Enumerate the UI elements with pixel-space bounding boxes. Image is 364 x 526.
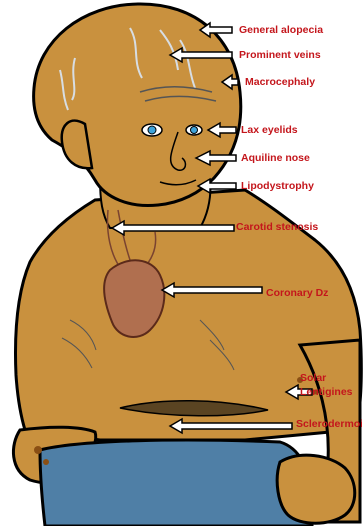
- label-solar-lentigines-line1: Solar: [300, 372, 326, 384]
- label-coronary-dz: Coronary Dz: [266, 287, 328, 299]
- label-lax-eyelids: Lax eyelids: [241, 124, 298, 136]
- label-macrocephaly: Macrocephaly: [245, 76, 315, 88]
- right-fist: [277, 455, 355, 523]
- label-sclerodermoid: Sclerodermoid: [296, 418, 362, 430]
- label-lipodystrophy: Lipodystrophy: [241, 180, 314, 192]
- label-general-alopecia: General alopecia: [239, 24, 323, 36]
- label-prominent-veins: Prominent veins: [239, 49, 321, 61]
- label-aquiline-nose: Aquiline nose: [241, 152, 310, 164]
- label-solar-lentigines-line2: Lentigines: [300, 386, 353, 398]
- label-carotid-stenosis: Carotid stenosis: [236, 221, 318, 233]
- pants: [40, 440, 312, 526]
- right-iris: [191, 127, 198, 134]
- left-iris: [148, 126, 156, 134]
